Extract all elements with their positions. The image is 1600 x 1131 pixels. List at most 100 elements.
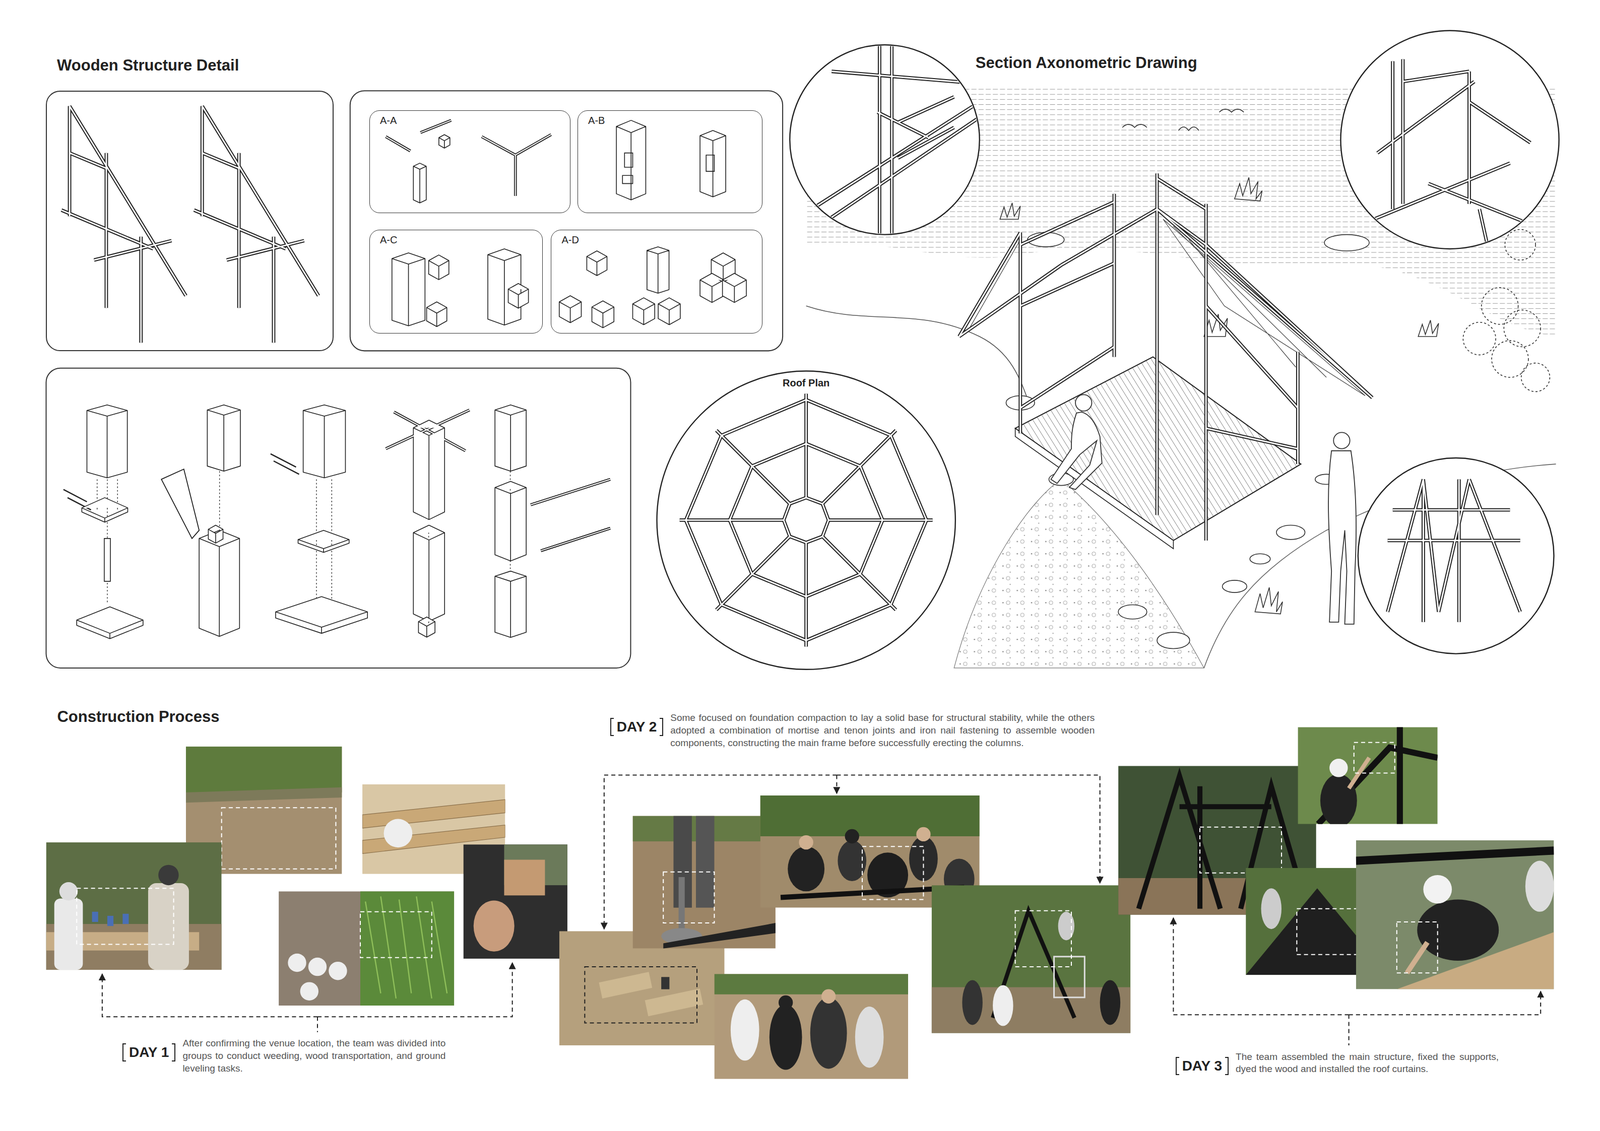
illustration-rect — [350, 90, 783, 351]
illustration-g — [1050, 394, 1357, 624]
illustration-circle — [656, 370, 956, 671]
illustration-rect — [1354, 742, 1395, 774]
illustration-use — [494, 571, 527, 638]
illustration-rect — [122, 914, 129, 925]
illustration-g — [102, 775, 1541, 1046]
illustration-path — [1234, 177, 1263, 202]
illustration-use — [795, 40, 980, 240]
illustration-rect — [148, 883, 189, 971]
illustration-g — [1387, 479, 1521, 622]
illustration-rect — [1015, 911, 1072, 968]
illustration-use — [207, 405, 241, 472]
illustration-use — [413, 163, 427, 204]
illustration-circle — [59, 882, 78, 901]
illustration-rect — [1356, 840, 1555, 990]
illustration-use — [1387, 479, 1521, 622]
illustration-ellipse — [1222, 580, 1248, 593]
illustration-rect — [360, 912, 432, 958]
illustration-svg — [1297, 727, 1438, 827]
illustration-path — [104, 538, 111, 582]
illustration-use — [592, 300, 615, 328]
illustration-g — [63, 120, 611, 639]
illustration-use — [392, 252, 426, 327]
illustration-g — [795, 40, 980, 240]
joint-box: A-B — [577, 110, 763, 214]
illustration-path — [1418, 320, 1439, 337]
illustration-rect — [714, 974, 909, 1080]
illustration-rect — [661, 977, 670, 990]
illustration-path — [161, 469, 200, 539]
illustration-rect — [695, 815, 715, 908]
illustration-circle — [821, 989, 836, 1004]
day-note: DAY 1After confirming the venue location… — [122, 1037, 446, 1075]
illustration-use — [298, 530, 350, 553]
roof-plan-circle: Roof Plan — [656, 370, 956, 671]
illustration-circle — [798, 835, 813, 850]
illustration-g — [1005, 232, 1370, 650]
illustration-use — [647, 246, 670, 294]
illustration-path — [1356, 850, 1555, 861]
illustration-g — [1336, 58, 1556, 255]
illustration-ellipse — [1157, 632, 1190, 649]
illustration-svg — [278, 891, 455, 1006]
joint-box: A-C — [369, 229, 543, 335]
illustration-circle — [1462, 322, 1496, 356]
illustration-rect — [1199, 827, 1282, 874]
illustration-circle — [1503, 309, 1541, 347]
illustration-path — [97, 471, 511, 625]
illustration-svg — [714, 974, 909, 1080]
illustration-path — [999, 203, 1020, 220]
illustration-rect — [632, 815, 776, 949]
illustration-path — [969, 219, 1366, 396]
illustration-circle — [1075, 394, 1092, 411]
illustration-rect — [598, 972, 653, 999]
illustration-use — [632, 297, 656, 325]
illustration-svg — [46, 842, 222, 971]
illustration-rect — [46, 368, 631, 669]
illustration-rect — [1297, 727, 1438, 824]
detail-panel: Wooden Structure Detail — [45, 90, 334, 351]
illustration-path — [706, 155, 715, 172]
illustration-use — [559, 295, 582, 323]
illustration-circle — [916, 827, 931, 842]
joint-box: A-A — [369, 110, 571, 214]
illustration-rect — [503, 860, 545, 896]
plan-label: Roof Plan — [780, 377, 832, 390]
illustration-rect — [931, 885, 1131, 1034]
illustration-use — [208, 525, 223, 544]
illustration-use — [658, 297, 681, 325]
illustration-use — [616, 120, 646, 201]
illustration-ellipse — [992, 985, 1013, 1027]
illustration-use — [494, 481, 527, 561]
illustration-ellipse — [1261, 888, 1282, 930]
illustration-circle — [1521, 363, 1551, 393]
illustration-ellipse — [1276, 525, 1306, 540]
illustration-ellipse — [769, 1004, 803, 1071]
illustration-circle — [1481, 287, 1519, 325]
illustration-ellipse — [730, 999, 760, 1061]
illustration-path — [1173, 918, 1349, 1015]
illustration-circle — [287, 953, 306, 973]
illustration-path — [1328, 451, 1357, 625]
illustration-rect — [663, 872, 715, 924]
illustration-use — [76, 606, 144, 639]
illustration-svg — [1356, 840, 1555, 990]
illustration-path — [317, 963, 513, 1017]
illustration-use — [61, 106, 186, 344]
illustration-use — [494, 405, 527, 472]
day-note: DAY 3The team assembled the main structu… — [1175, 1051, 1499, 1076]
illustration-circle — [158, 865, 179, 886]
illustration-circle — [778, 995, 793, 1010]
illustration-ellipse — [1417, 899, 1499, 961]
illustration-use — [1336, 58, 1556, 255]
circle-outline — [656, 371, 955, 670]
illustration-use — [413, 420, 445, 520]
illustration-path — [102, 974, 318, 1017]
illustration-rect — [584, 967, 697, 1023]
illustration-path — [836, 775, 1100, 884]
joint-box: A-D — [550, 229, 762, 335]
illustration-use — [1336, 58, 1556, 255]
joint-label: A-D — [560, 234, 580, 246]
